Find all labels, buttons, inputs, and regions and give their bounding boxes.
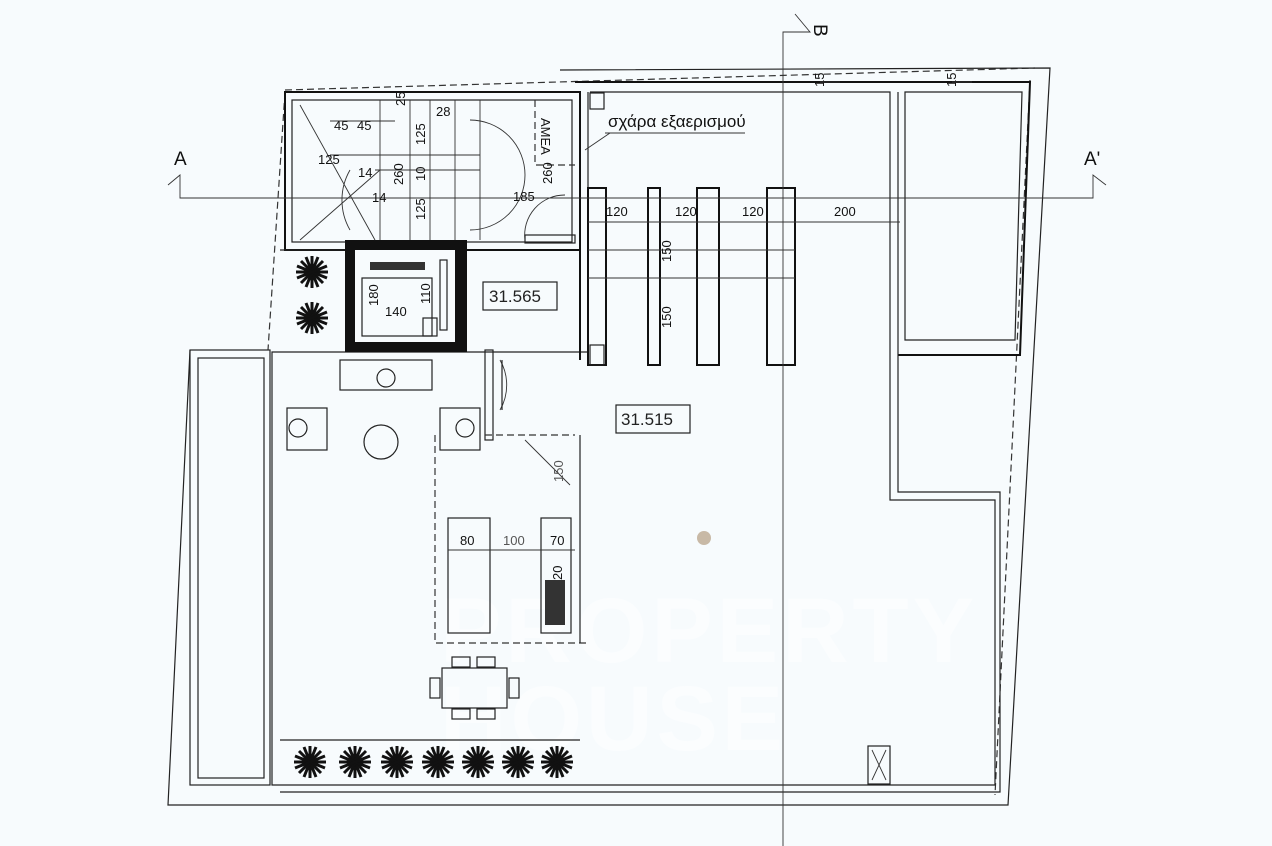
level-lower: 31.515 — [621, 410, 673, 429]
dim: 200 — [834, 204, 856, 219]
pergola — [587, 92, 900, 366]
section-label-a: A — [174, 149, 187, 170]
dim: 20 — [550, 566, 565, 580]
note-leader — [584, 132, 611, 151]
dim: 140 — [385, 304, 407, 319]
dim: 15 — [944, 73, 959, 87]
dim: 150 — [659, 240, 674, 262]
level-box-lower — [615, 404, 691, 434]
dim: 25 — [393, 92, 408, 106]
dim: 125 — [318, 152, 340, 167]
plant-icon — [337, 744, 373, 780]
dining-table — [429, 656, 520, 720]
dim: 14 — [372, 190, 386, 205]
walls — [189, 81, 1032, 793]
dim: 120 — [742, 204, 764, 219]
lounge — [286, 359, 481, 460]
kitchen — [434, 359, 588, 644]
dim: 260 — [391, 163, 406, 185]
watermark-line1: PROPERTY — [440, 580, 978, 682]
dim: 15 — [812, 73, 827, 87]
section-lines: A A' B — [167, 13, 1107, 846]
watermark-line2: HOUSE — [440, 668, 787, 770]
vent-cross — [871, 749, 887, 781]
dim: 125 — [413, 123, 428, 145]
plant-icon — [294, 254, 330, 290]
dim: 260 — [540, 162, 555, 184]
dim: 28 — [436, 104, 450, 119]
dim: 185 — [513, 189, 535, 204]
staircase — [299, 100, 576, 244]
dim: 10 — [413, 167, 428, 181]
dim: 180 — [366, 284, 381, 306]
plant-icon — [379, 744, 415, 780]
dimensions: 45 45 125 14 14 260 125 10 125 28 25 260… — [318, 73, 972, 580]
dim: 14 — [358, 165, 372, 180]
dim: 80 — [460, 533, 474, 548]
section-label-b: B — [809, 24, 830, 37]
level-box-upper — [482, 281, 558, 311]
dim: 120 — [675, 204, 697, 219]
plant-icon — [294, 300, 330, 336]
watermark: PROPERTY HOUSE — [440, 580, 978, 770]
vent-box — [867, 745, 891, 785]
dim: 70 — [550, 533, 564, 548]
marker-dot — [697, 531, 711, 545]
dim: 150 — [551, 460, 566, 482]
dim: 125 — [413, 198, 428, 220]
dim: 150 — [659, 306, 674, 328]
dim: 120 — [606, 204, 628, 219]
stair-label-amea: AMEA — [538, 118, 553, 155]
dim: 45 — [334, 118, 348, 133]
plant-icon — [292, 744, 328, 780]
site-boundary — [167, 67, 1051, 806]
section-label-a-prime: A' — [1084, 149, 1100, 170]
dim: 45 — [357, 118, 371, 133]
dim: 100 — [503, 533, 525, 548]
dim: 110 — [418, 283, 433, 304]
ventilation-grille-note: σχάρα εξαερισμού — [608, 112, 746, 131]
level-upper: 31.565 — [489, 287, 541, 306]
